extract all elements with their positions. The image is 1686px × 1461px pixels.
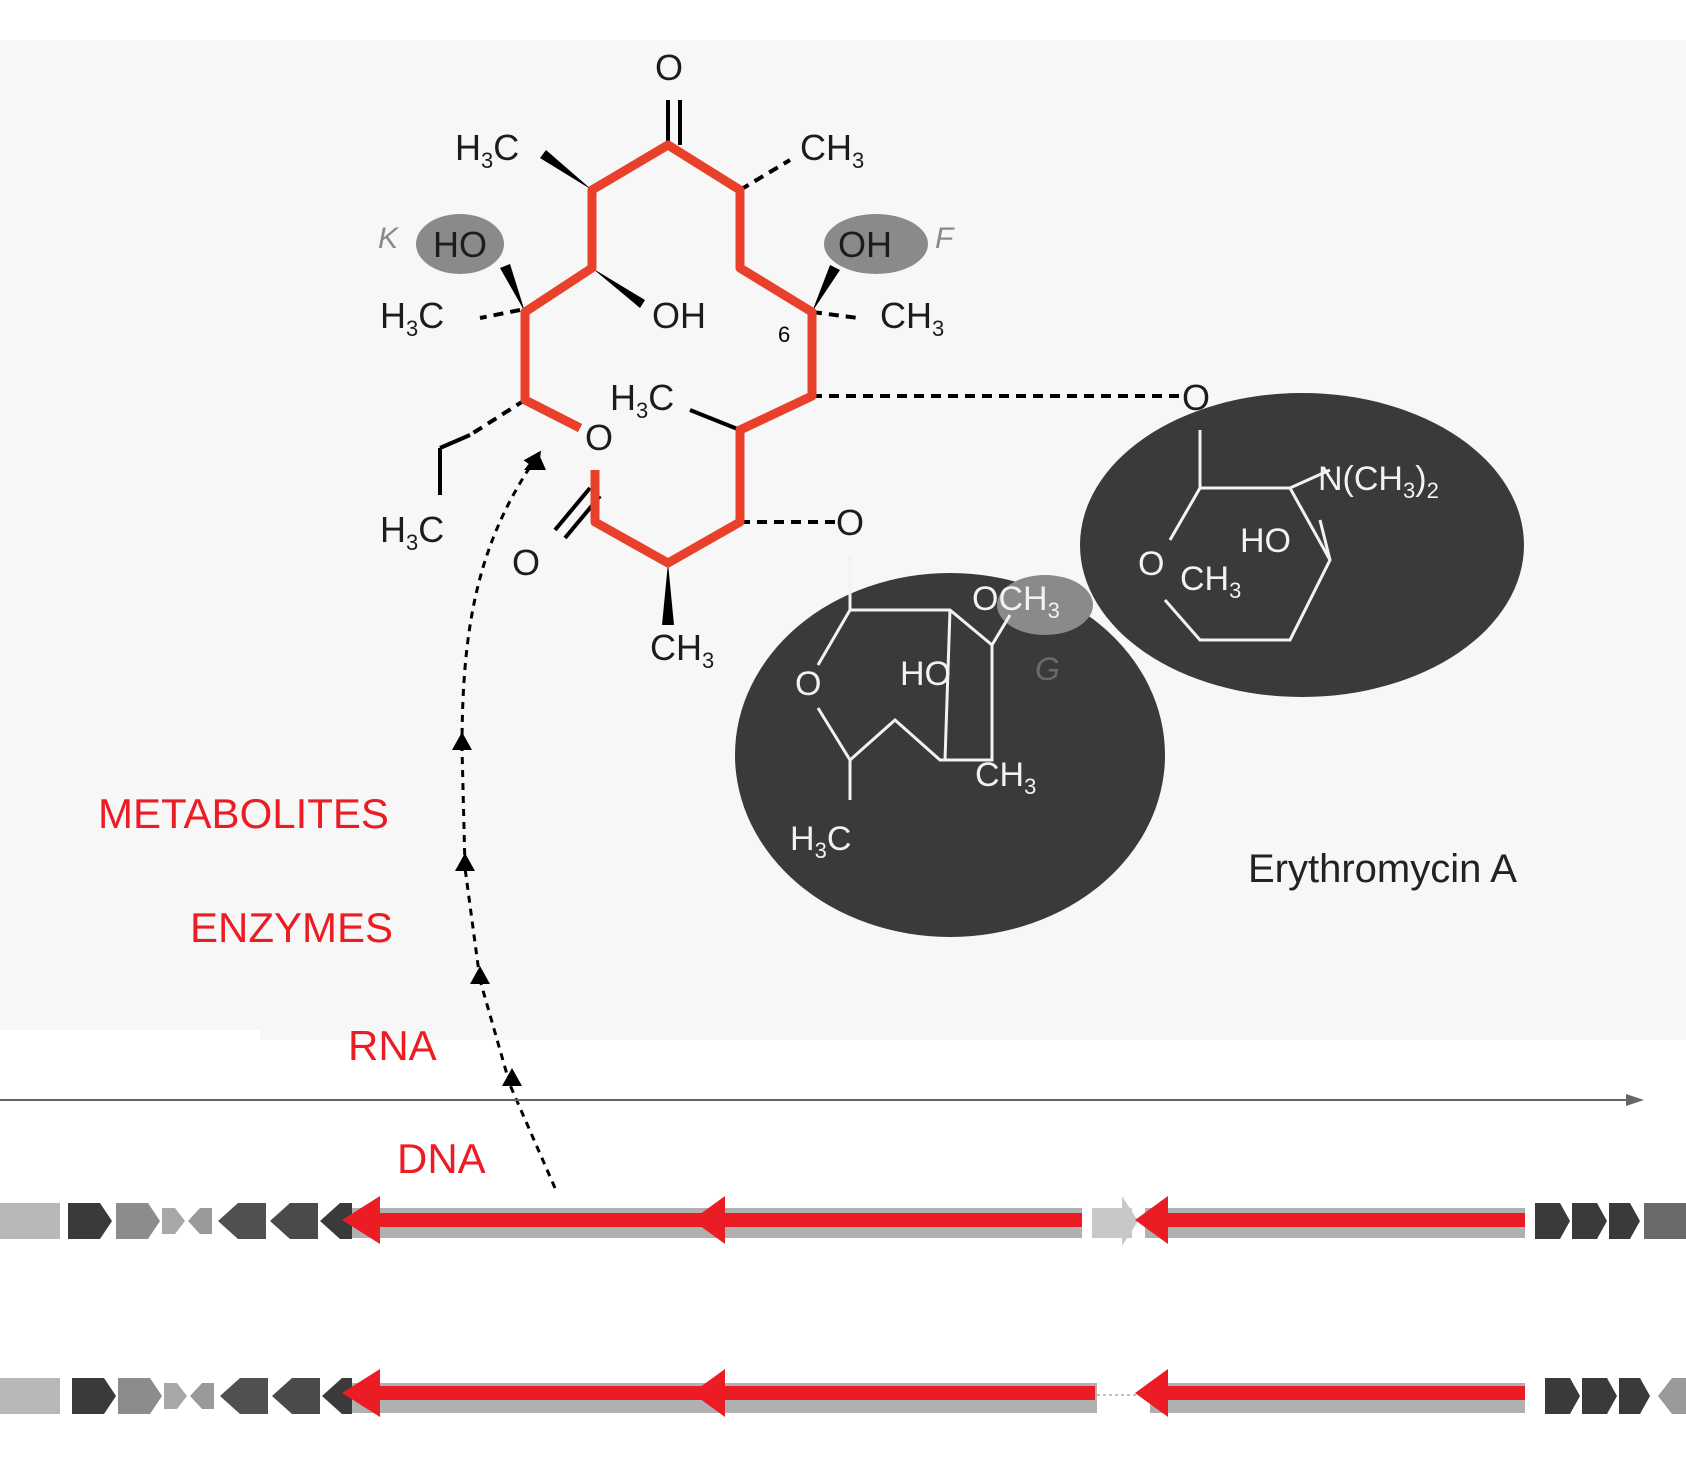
lactone-o: O bbox=[512, 542, 540, 583]
molecule-labels: O H3C CH3 K HO OH F H3C OH 6 CH3 H3C O H… bbox=[378, 47, 1210, 673]
site-k-label: K bbox=[378, 222, 400, 255]
svg-text:HO: HO bbox=[900, 655, 951, 693]
wedge-bonds bbox=[500, 150, 840, 625]
svg-text:HO: HO bbox=[1240, 522, 1291, 560]
oh-f-highlight bbox=[824, 214, 928, 274]
ho-k-highlight bbox=[416, 214, 504, 274]
gene-track-2 bbox=[0, 1369, 1686, 1417]
panel-notch bbox=[0, 1030, 260, 1040]
svg-text:O: O bbox=[1138, 545, 1164, 583]
svg-text:N(CH3)2: N(CH3)2 bbox=[1318, 460, 1439, 503]
och3-highlight bbox=[997, 575, 1093, 635]
svg-text:H3C: H3C bbox=[380, 295, 444, 341]
carbonyl-o: O bbox=[655, 47, 683, 88]
svg-text:OH: OH bbox=[838, 224, 892, 265]
flow-step-enzymes: ENZYMES bbox=[190, 904, 393, 951]
flow-step-dna: DNA bbox=[397, 1135, 486, 1182]
position-6-label: 6 bbox=[778, 322, 790, 347]
glyco-o-upper: O bbox=[1182, 377, 1210, 418]
molecule-name: Erythromycin A bbox=[1248, 847, 1517, 891]
cladinose-sugar: O HO OCH3 CH3 H3C G bbox=[735, 555, 1165, 937]
glyco-o-lower: O bbox=[836, 502, 864, 543]
svg-text:O: O bbox=[795, 665, 821, 703]
svg-text:HO: HO bbox=[433, 224, 487, 265]
desosamine-sugar: N(CH3)2 HO O CH3 bbox=[1080, 393, 1524, 697]
genome-axis-arrowhead bbox=[1626, 1094, 1644, 1106]
svg-text:OH: OH bbox=[652, 295, 706, 336]
ring-o: O bbox=[585, 417, 613, 458]
flow-arrow bbox=[460, 450, 557, 1189]
svg-text:H3C: H3C bbox=[455, 127, 519, 173]
svg-text:H3C: H3C bbox=[790, 820, 851, 863]
flow-step-rna: RNA bbox=[348, 1022, 437, 1069]
macrolactone-ring-path bbox=[520, 140, 817, 568]
site-f-label: F bbox=[935, 222, 955, 255]
flow-step-metabolites: METABOLITES bbox=[98, 790, 389, 837]
site-g-label: G bbox=[1035, 651, 1060, 687]
gene-track-1 bbox=[0, 1196, 1686, 1246]
flow-arrowheads bbox=[452, 452, 546, 1086]
substituent-bonds bbox=[438, 100, 1180, 540]
svg-text:OCH3: OCH3 bbox=[972, 580, 1060, 623]
